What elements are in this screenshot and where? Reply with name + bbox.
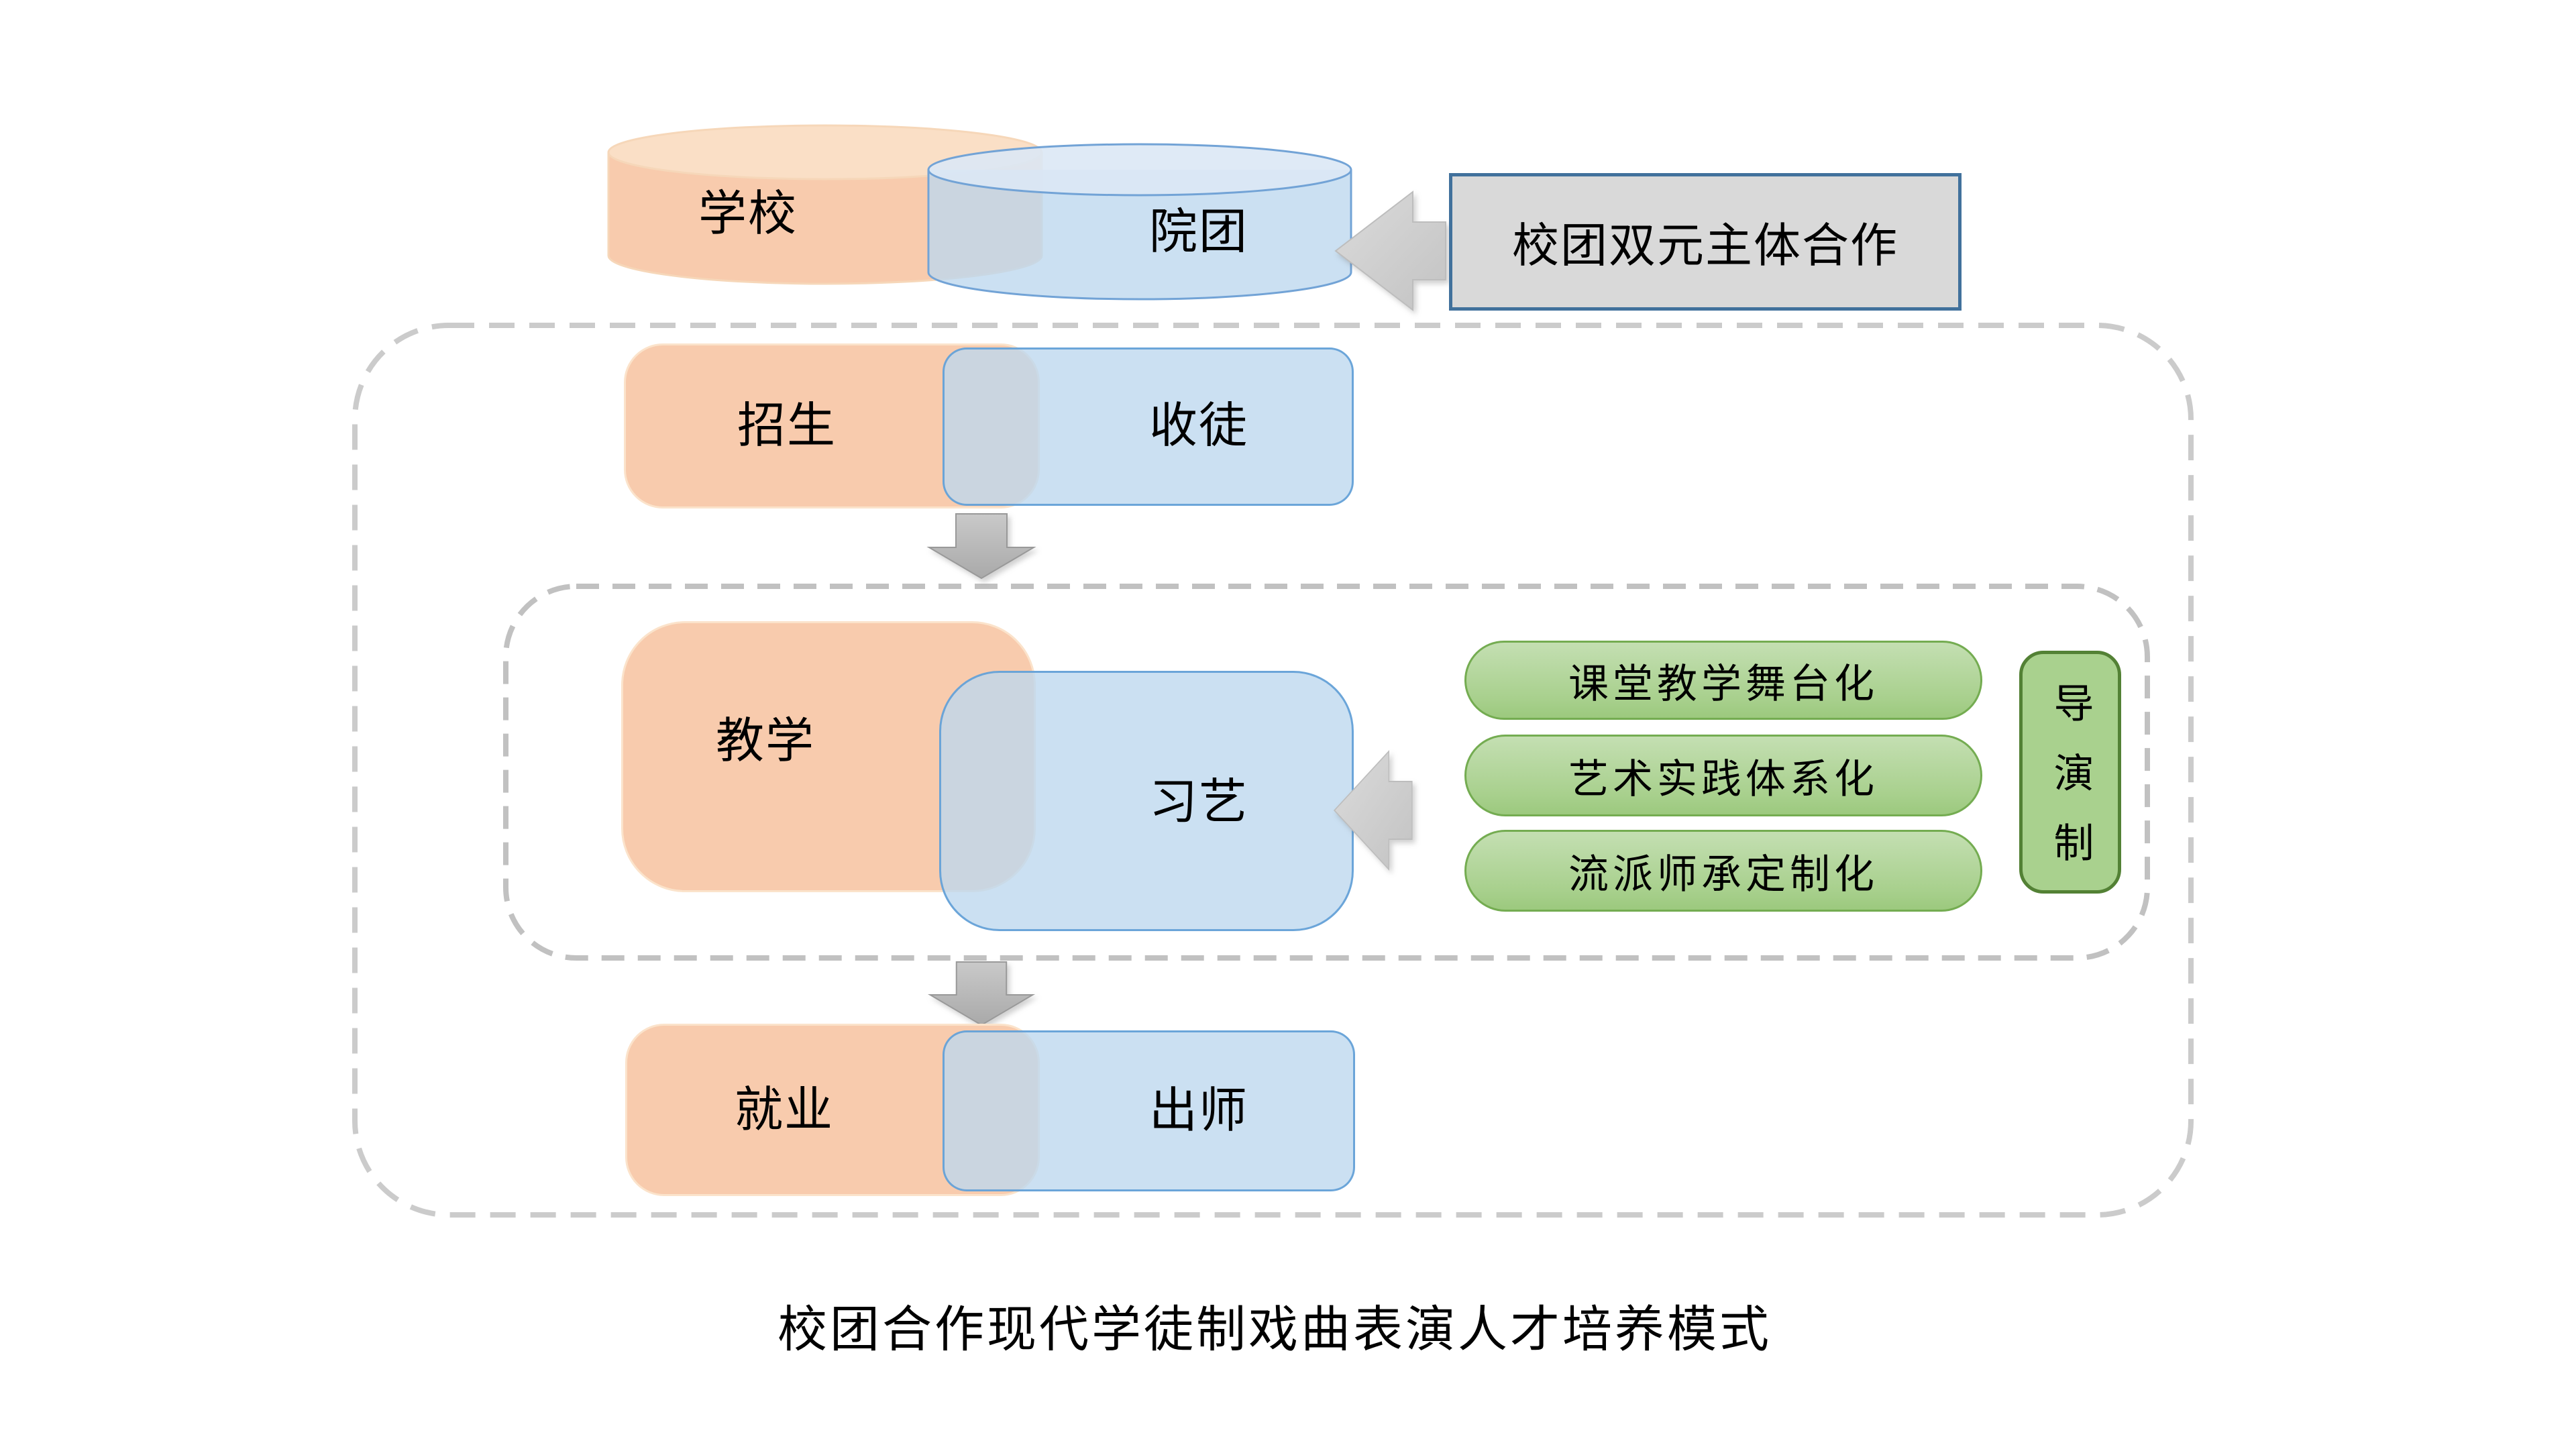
arrow-down-icon <box>927 961 1036 1026</box>
outer-dashed-boundary <box>352 323 2194 1218</box>
director-system-box: 导演制 <box>2019 651 2121 894</box>
stage-teach-troupe-label: 习艺 <box>1148 775 1248 829</box>
director-system-label: 导演制 <box>2048 682 2093 892</box>
inner-dashed-boundary <box>503 584 2150 961</box>
troupe-cylinder-label: 院团 <box>1148 205 1248 259</box>
cooperation-box-label: 校团双元主体合作 <box>1512 219 1898 272</box>
school-cylinder-label: 学校 <box>698 187 798 241</box>
stage-employ-school-label: 就业 <box>734 1083 834 1137</box>
cooperation-box: 校团双元主体合作 <box>1449 173 1962 311</box>
diagram-caption: 校团合作现代学徒制戏曲表演人才培养模式 <box>777 1301 1772 1357</box>
arrow-left-icon <box>1333 749 1413 871</box>
stage-enroll-troupe-label: 收徒 <box>1148 399 1248 453</box>
stage-teach-troupe-box <box>939 671 1354 931</box>
teaching-feature-label: 课堂教学舞台化 <box>1568 661 1878 706</box>
stage-enroll-school-label: 招生 <box>737 399 837 453</box>
teaching-feature-label: 艺术实践体系化 <box>1568 756 1878 802</box>
arrow-down-icon <box>926 513 1036 580</box>
stage-enroll-troupe-box <box>943 347 1354 506</box>
stage-employ-troupe-box <box>943 1030 1355 1191</box>
arrow-left-icon <box>1334 190 1446 312</box>
stage-teach-school-label: 教学 <box>715 714 815 768</box>
troupe-cylinder <box>927 143 1352 301</box>
stage-employ-troupe-label: 出师 <box>1148 1084 1248 1138</box>
teaching-feature-label: 流派师承定制化 <box>1568 851 1878 897</box>
teaching-feature-pill: 流派师承定制化 <box>1464 830 1982 912</box>
teaching-feature-pill: 课堂教学舞台化 <box>1464 641 1982 720</box>
teaching-feature-pill: 艺术实践体系化 <box>1464 735 1982 816</box>
